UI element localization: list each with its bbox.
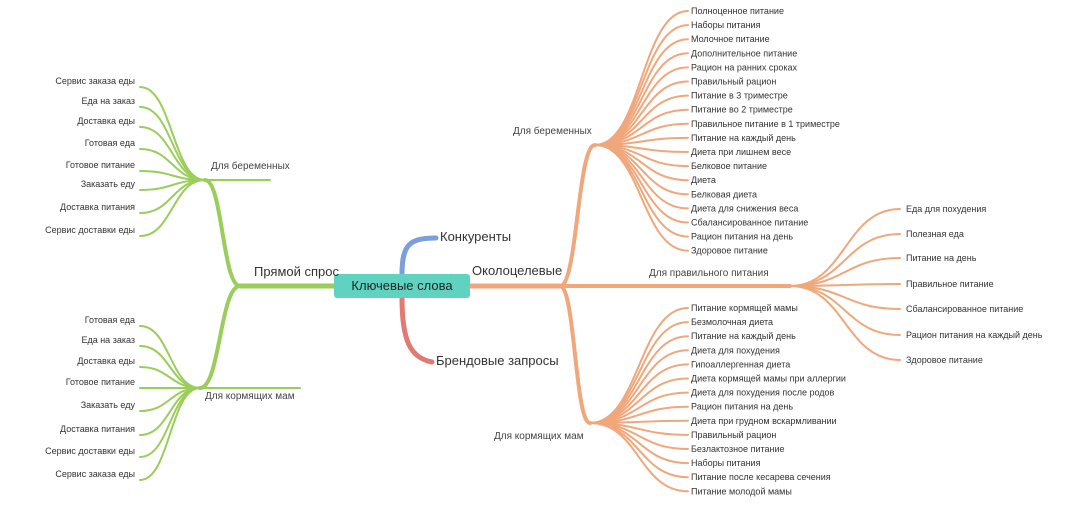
right-pregnant-leaf-label[interactable]: Правильный рацион	[691, 77, 776, 87]
right-nursing-leaf-label[interactable]: Рацион питания на день	[691, 402, 793, 412]
right-pregnant-leaf-label[interactable]: Диета для снижения веса	[691, 203, 798, 213]
edge-near-to-pregnant	[558, 143, 597, 288]
right-pregnant-leaf-label[interactable]: Белковая диета	[691, 189, 757, 199]
right-healthy-leaf-label[interactable]: Сбалансированное питание	[906, 304, 1023, 314]
edge-right-nursing-leaf	[589, 349, 689, 424]
edge-direct-to-pregnant	[203, 178, 242, 288]
edge-direct-to-nursing	[198, 284, 242, 390]
right-pregnant-leaf-label[interactable]: Питание на каждый день	[691, 133, 796, 143]
left-leaf-label[interactable]: Готовое питание	[66, 377, 135, 387]
edge-right-nursing-leaf	[589, 422, 689, 479]
edge-left-leaf	[139, 387, 201, 436]
right-healthy-leaf-label[interactable]: Рацион питания на каждый день	[906, 330, 1043, 340]
left-leaf-label[interactable]: Сервис заказа еды	[55, 469, 135, 479]
right-pregnant-leaf-label[interactable]: Молочное питание	[691, 34, 770, 44]
edge-right-healthy-leaf	[789, 233, 901, 287]
right-pregnant-leaf-label[interactable]: Диета	[691, 175, 716, 185]
edge-right-healthy-leaf	[789, 257, 901, 287]
left-leaf-label[interactable]: Готовая еда	[85, 138, 135, 148]
right-nursing-leaf-label[interactable]: Питание кормящей мамы	[691, 303, 798, 313]
right-pregnant-leaf-label[interactable]: Сбалансированное питание	[691, 218, 808, 228]
left-leaf-label[interactable]: Заказать еду	[81, 179, 136, 189]
right-nursing-leaf-label[interactable]: Питание молодой мамы	[691, 486, 792, 496]
left-leaf-label[interactable]: Еда на заказ	[81, 335, 135, 345]
right-healthy-leaf-label[interactable]: Полезная еда	[906, 229, 964, 239]
edge-right-pregnant-leaf	[594, 52, 689, 146]
group-right-nursing-label[interactable]: Для кормящих мам	[494, 431, 584, 442]
edge-right-pregnant-leaf	[594, 144, 689, 238]
left-leaf-label[interactable]: Готовая еда	[85, 315, 135, 325]
left-leaf-label[interactable]: Доставка питания	[60, 202, 135, 212]
group-right-pregnant-label[interactable]: Для беременных	[513, 125, 592, 137]
left-leaf-label[interactable]: Еда на заказ	[81, 96, 135, 106]
left-leaf-label[interactable]: Доставка питания	[60, 424, 135, 434]
branch-brand-queries-label[interactable]: Брендовые запросы	[436, 353, 559, 368]
edge-left-leaf	[139, 387, 201, 481]
right-pregnant-leaf-label[interactable]: Полноценное питание	[691, 6, 784, 16]
right-nursing-leaf-label[interactable]: Наборы питания	[691, 458, 761, 468]
edge-right-healthy-leaf	[789, 208, 901, 287]
right-pregnant-leaf-label[interactable]: Дополнительное питание	[691, 48, 797, 58]
group-left-pregnant-label[interactable]: Для беременных	[211, 160, 290, 172]
edge-right-nursing-leaf	[589, 422, 689, 450]
right-nursing-leaf-label[interactable]: Диета кормящей мамы при аллергии	[691, 374, 846, 384]
right-pregnant-leaf-label[interactable]: Рацион питания на день	[691, 232, 793, 242]
right-healthy-leaf-label[interactable]: Еда для похудения	[906, 204, 986, 214]
right-nursing-leaf-label[interactable]: Питание после кесарева сечения	[691, 472, 831, 482]
edge-left-leaf	[139, 179, 206, 237]
edge-right-healthy-leaf	[789, 285, 901, 361]
right-nursing-leaf-label[interactable]: Гипоаллергенная диета	[691, 359, 790, 369]
left-leaf-label[interactable]: Сервис доставки еды	[45, 225, 135, 235]
left-leaf-label[interactable]: Сервис заказа еды	[55, 76, 135, 86]
group-right-healthy-label[interactable]: Для правильного питания	[649, 268, 769, 279]
left-leaf-label[interactable]: Доставка еды	[77, 356, 135, 366]
left-leaf-label[interactable]: Доставка еды	[77, 116, 135, 126]
root-node-box[interactable]	[334, 274, 470, 298]
right-pregnant-leaf-label[interactable]: Правильное питание в 1 триместре	[691, 119, 840, 129]
right-nursing-leaf-label[interactable]: Безмолочная диета	[691, 317, 773, 327]
left-leaf-label[interactable]: Заказать еду	[81, 400, 136, 410]
right-nursing-leaf-label[interactable]: Питание на каждый день	[691, 331, 796, 341]
edge-left-leaf	[139, 106, 206, 181]
right-nursing-leaf-label[interactable]: Правильный рацион	[691, 430, 776, 440]
edge-left-leaf	[139, 86, 206, 181]
right-nursing-leaf-label[interactable]: Безлактозное питание	[691, 444, 785, 454]
edge-root-competitors	[399, 235, 439, 277]
right-pregnant-leaf-label[interactable]: Наборы питания	[691, 20, 761, 30]
edge-right-pregnant-leaf	[594, 144, 689, 252]
edge-root-brand-queries	[399, 295, 435, 365]
group-left-nursing-label[interactable]: Для кормящих мам	[205, 391, 295, 402]
right-pregnant-leaf-label[interactable]: Питание во 2 триместре	[691, 105, 793, 115]
right-pregnant-leaf-label[interactable]: Здоровое питание	[691, 246, 768, 256]
right-nursing-leaf-label[interactable]: Диета при грудном вскармливании	[691, 416, 837, 426]
edge-right-healthy-leaf	[789, 285, 901, 336]
branch-direct-demand-label[interactable]: Прямой спрос	[254, 264, 340, 279]
root-node-label: Ключевые слова	[351, 278, 453, 293]
right-healthy-leaf-label[interactable]: Здоровое питание	[906, 355, 983, 365]
edge-right-nursing-leaf	[589, 422, 689, 493]
right-healthy-leaf-label[interactable]: Питание на день	[906, 253, 977, 263]
right-nursing-leaf-label[interactable]: Диета для похудения	[691, 345, 780, 355]
right-nursing-leaf-label[interactable]: Диета для похудения после родов	[691, 388, 835, 398]
right-pregnant-leaf-label[interactable]: Белковое питание	[691, 161, 767, 171]
right-pregnant-leaf-label[interactable]: Диета при лишнем весе	[691, 147, 791, 157]
edge-near-to-nursing	[558, 284, 592, 425]
right-pregnant-leaf-label[interactable]: Питание в 3 триместре	[691, 91, 788, 101]
left-leaf-label[interactable]: Готовое питание	[66, 160, 135, 170]
left-leaf-label[interactable]: Сервис доставки еды	[45, 446, 135, 456]
edge-right-pregnant-leaf	[594, 144, 689, 182]
branch-near-target-label[interactable]: Околоцелевые	[472, 263, 562, 278]
branch-competitors-label[interactable]: Конкуренты	[440, 229, 511, 244]
right-pregnant-leaf-label[interactable]: Рацион на ранних сроках	[691, 62, 797, 72]
root-node[interactable]: Ключевые слова	[334, 274, 470, 298]
edge-right-pregnant-leaf	[594, 38, 689, 146]
mind-map-edges	[139, 10, 901, 493]
right-healthy-leaf-label[interactable]: Правильное питание	[906, 279, 994, 289]
